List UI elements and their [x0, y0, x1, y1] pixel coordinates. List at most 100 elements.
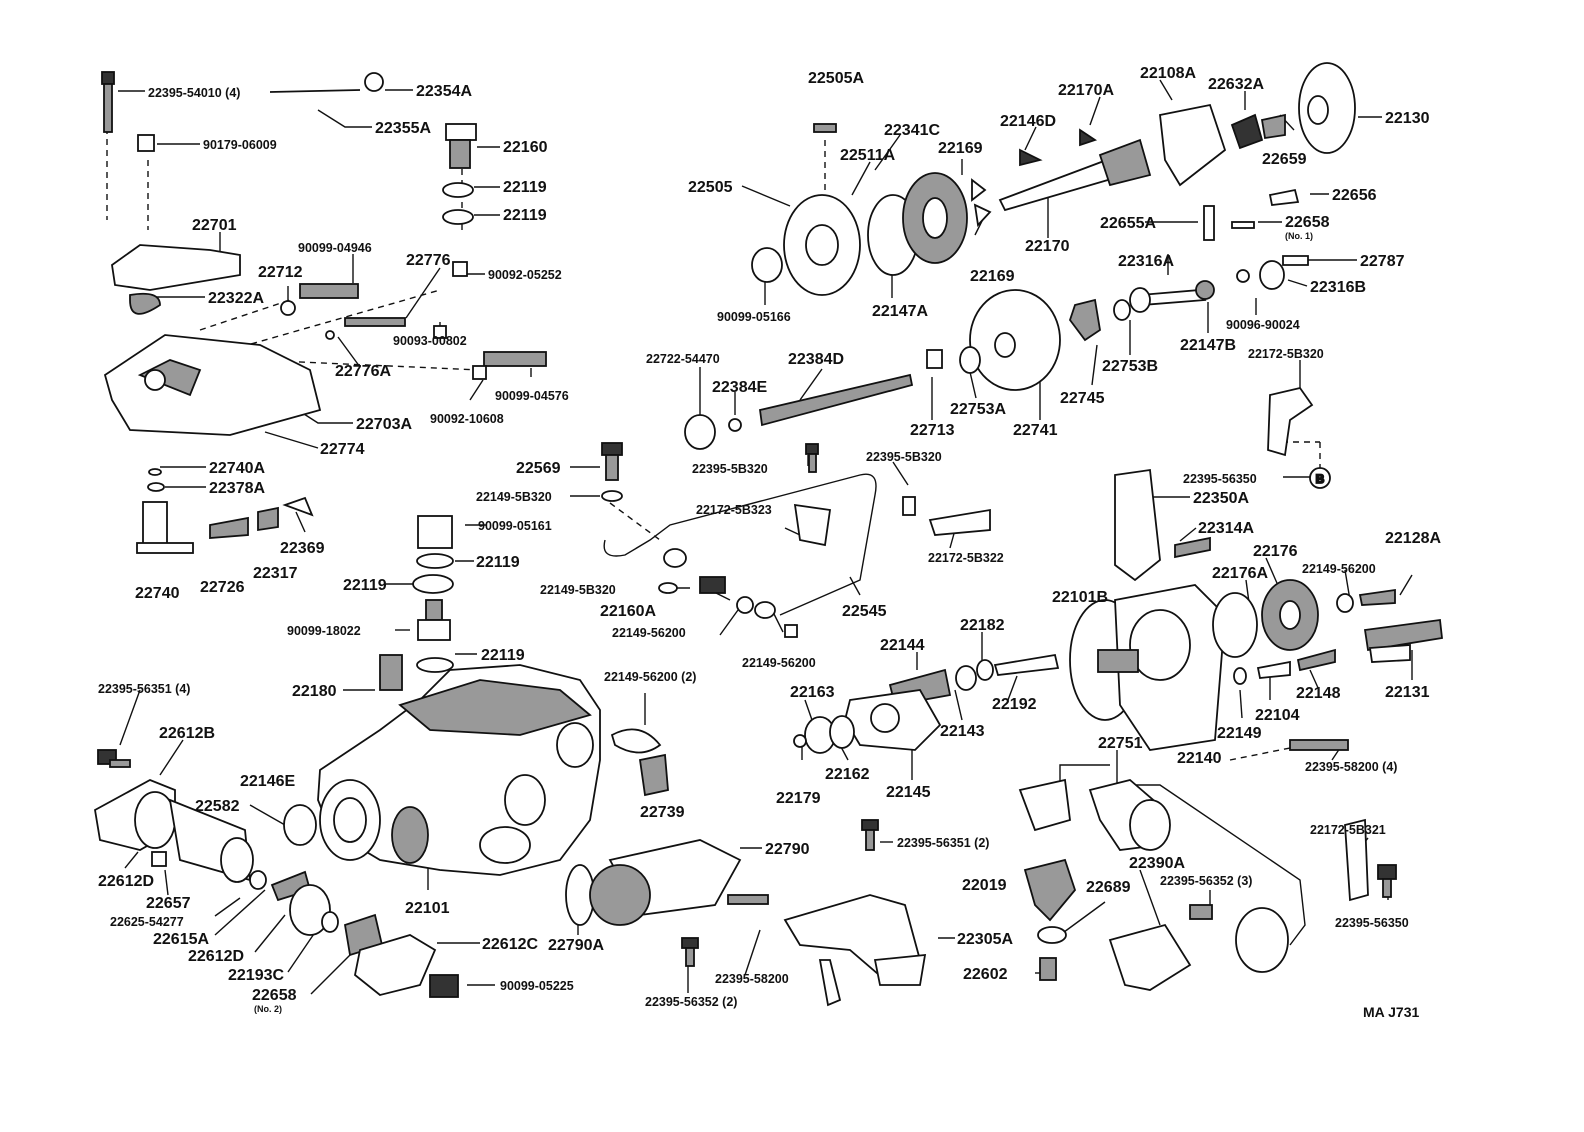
label-22149-56200-2: 22149-56200 (2): [604, 670, 696, 684]
label-22395-56352-3: 22395-56352 (3): [1160, 874, 1252, 888]
label-22108a: 22108A: [1140, 65, 1196, 82]
label-22790a: 22790A: [548, 937, 604, 954]
label-22395-56351-4: 22395-56351 (4): [98, 682, 190, 696]
label-22395-58200: 22395-58200: [715, 972, 789, 986]
label-22774: 22774: [320, 441, 365, 458]
label-22192: 22192: [992, 696, 1037, 713]
label-22128a: 22128A: [1385, 530, 1441, 547]
label-22378a: 22378A: [209, 480, 265, 497]
label-90099-04946: 90099-04946: [298, 241, 372, 255]
label-22354a: 22354A: [416, 83, 472, 100]
label-22322a: 22322A: [208, 290, 264, 307]
label-22130: 22130: [1385, 110, 1430, 127]
leader-lines: [106, 79, 1413, 995]
label-22384e: 22384E: [712, 379, 767, 396]
label-22305a: 22305A: [957, 931, 1013, 948]
label-22170a: 22170A: [1058, 82, 1114, 99]
label-22790: 22790: [765, 841, 810, 858]
label-22119-top-1: 22119: [503, 179, 547, 196]
label-22317: 22317: [253, 565, 298, 582]
label-22505a: 22505A: [808, 70, 864, 87]
label-22350a: 22350A: [1193, 490, 1249, 507]
label-22147b: 22147B: [1180, 337, 1236, 354]
label-22612d-left: 22612D: [98, 873, 154, 890]
label-22341c: 22341C: [884, 122, 940, 139]
label-22395-58200-4: 22395-58200 (4): [1305, 760, 1397, 774]
label-22170: 22170: [1025, 238, 1070, 255]
label-22569: 22569: [516, 460, 561, 477]
label-22745: 22745: [1060, 390, 1105, 407]
label-22505: 22505: [688, 179, 733, 196]
label-22776a: 22776A: [335, 363, 391, 380]
note-22658-no1: (No. 1): [1285, 231, 1313, 241]
label-22162: 22162: [825, 766, 870, 783]
label-22612d-bottom: 22612D: [188, 948, 244, 965]
label-22193c: 22193C: [228, 967, 284, 984]
label-22369: 22369: [280, 540, 325, 557]
label-22169-bottom: 22169: [970, 268, 1015, 285]
label-22140: 22140: [1177, 750, 1222, 767]
label-22656: 22656: [1332, 187, 1377, 204]
label-22689: 22689: [1086, 879, 1131, 896]
label-22787: 22787: [1360, 253, 1405, 270]
diagram-reference-code: MA J731: [1363, 1004, 1420, 1020]
label-22180: 22180: [292, 683, 337, 700]
label-90096-90024: 90096-90024: [1226, 318, 1300, 332]
label-22144: 22144: [880, 637, 925, 654]
label-22655a: 22655A: [1100, 215, 1156, 232]
label-90179-06009: 90179-06009: [203, 138, 277, 152]
label-22149-56200-left: 22149-56200: [612, 626, 686, 640]
label-22612b: 22612B: [159, 725, 215, 742]
label-22179: 22179: [776, 790, 821, 807]
note-22658-no2: (No. 2): [254, 1004, 282, 1014]
label-22395-54010: 22395-54010 (4): [148, 86, 240, 100]
label-22147a: 22147A: [872, 303, 928, 320]
label-22149-56200-mid: 22149-56200: [742, 656, 816, 670]
label-22658-no1: 22658: [1285, 214, 1330, 231]
label-22395-5b320-left: 22395-5B320: [692, 462, 768, 476]
label-22615a: 22615A: [153, 931, 209, 948]
label-90099-18022: 90099-18022: [287, 624, 361, 638]
label-22148: 22148: [1296, 685, 1341, 702]
label-22632a: 22632A: [1208, 76, 1264, 93]
label-22145: 22145: [886, 784, 931, 801]
label-22776: 22776: [406, 252, 451, 269]
label-22658-no2: 22658: [252, 987, 297, 1004]
label-22657: 22657: [146, 895, 191, 912]
label-22740a: 22740A: [209, 460, 265, 477]
label-22160a: 22160A: [600, 603, 656, 620]
label-22395-56351-2: 22395-56351 (2): [897, 836, 989, 850]
label-22149-5b320-top: 22149-5B320: [476, 490, 552, 504]
label-22149-56200-right: 22149-56200: [1302, 562, 1376, 576]
label-22172-5b322: 22172-5B322: [928, 551, 1004, 565]
label-22701: 22701: [192, 217, 237, 234]
label-22172-5b321: 22172-5B321: [1310, 823, 1386, 837]
label-22625-54277: 22625-54277: [110, 915, 184, 929]
label-90092-10608: 90092-10608: [430, 412, 504, 426]
label-22395-56352-2: 22395-56352 (2): [645, 995, 737, 1009]
label-22131: 22131: [1385, 684, 1430, 701]
label-22355a: 22355A: [375, 120, 431, 137]
label-22143: 22143: [940, 723, 985, 740]
label-22395-56350-top: 22395-56350: [1183, 472, 1257, 486]
label-22740: 22740: [135, 585, 180, 602]
label-22511a: 22511A: [840, 147, 896, 164]
label-90093-00802: 90093-00802: [393, 334, 467, 348]
label-22582: 22582: [195, 798, 240, 815]
label-22146d: 22146D: [1000, 113, 1056, 130]
label-90092-05252: 90092-05252: [488, 268, 562, 282]
label-22703a: 22703A: [356, 416, 412, 433]
label-22384d: 22384D: [788, 351, 844, 368]
label-22739: 22739: [640, 804, 685, 821]
label-22395-5b320-right: 22395-5B320: [866, 450, 942, 464]
label-22119-top-2: 22119: [503, 207, 547, 224]
label-22751: 22751: [1098, 735, 1143, 752]
label-22316b: 22316B: [1310, 279, 1366, 296]
label-22390a: 22390A: [1129, 855, 1185, 872]
label-22722-54470: 22722-54470: [646, 352, 720, 366]
label-90099-05225: 90099-05225: [500, 979, 574, 993]
label-22713: 22713: [910, 422, 955, 439]
label-22612c: 22612C: [482, 936, 538, 953]
label-90099-04576: 90099-04576: [495, 389, 569, 403]
